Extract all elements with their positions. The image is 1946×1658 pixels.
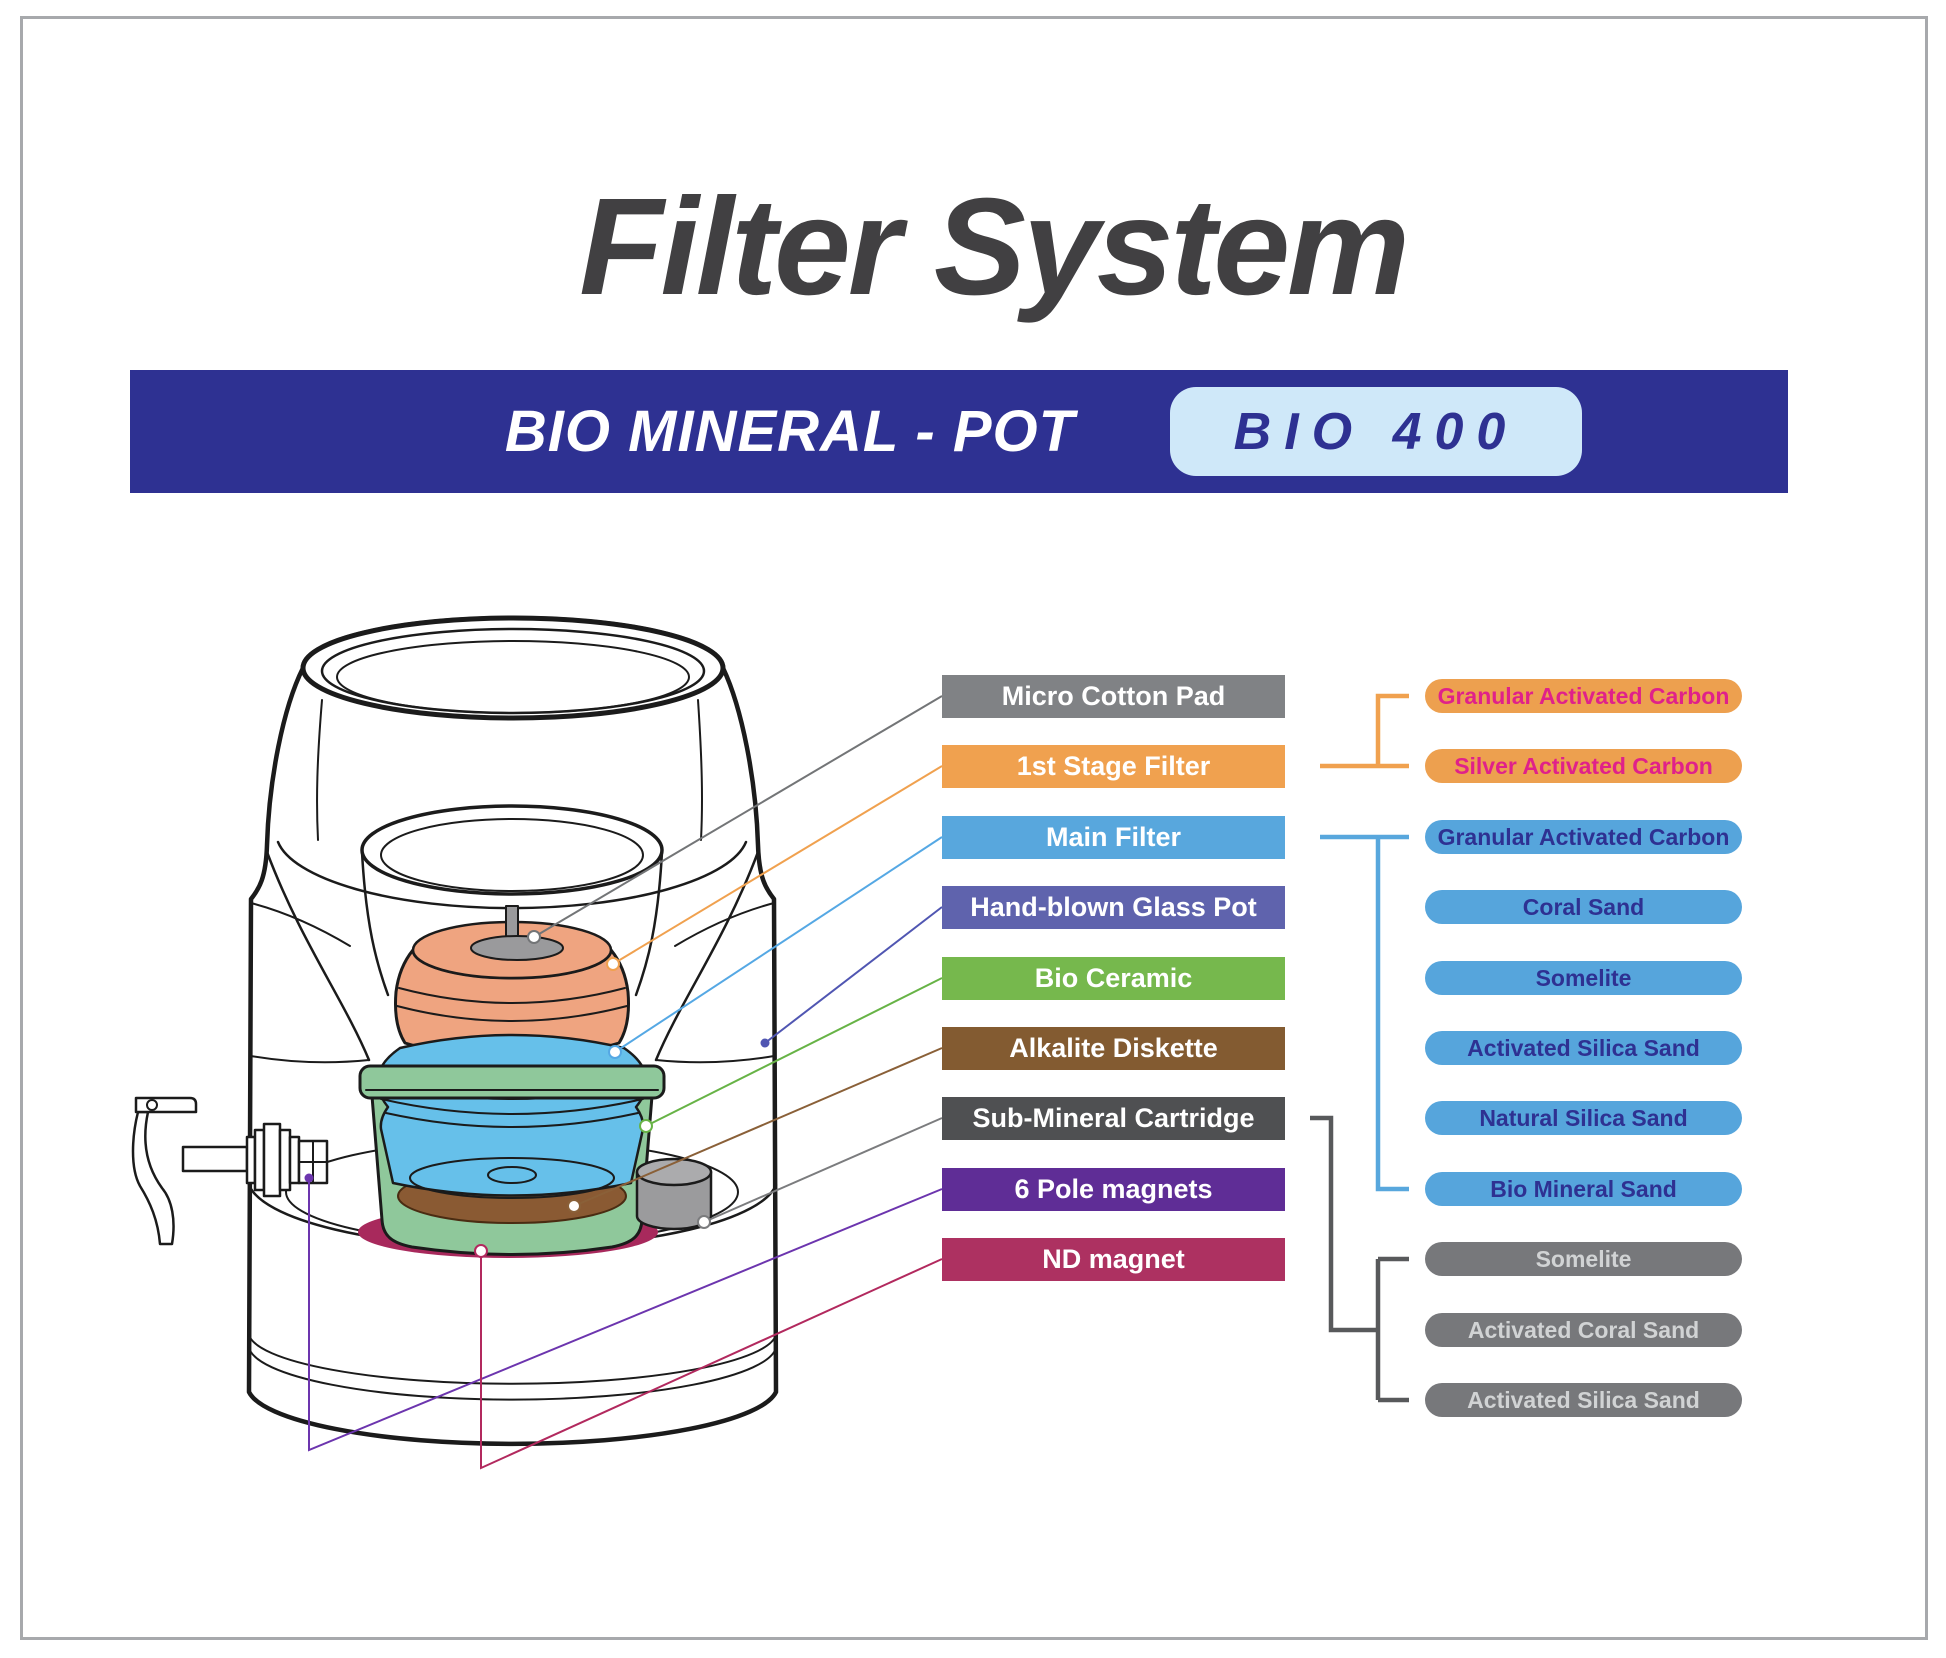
funnel-rim bbox=[360, 804, 664, 896]
component-pill-activated-silica-sand-5: Activated Silica Sand bbox=[1425, 1031, 1742, 1065]
reservoir-inner-wall-right bbox=[697, 699, 703, 841]
faucet-spout bbox=[131, 1110, 175, 1246]
component-pill-granular-activated-carbon-0: Granular Activated Carbon bbox=[1425, 679, 1742, 713]
component-pill-somelite-4: Somelite bbox=[1425, 961, 1742, 995]
callout-marker-nd-magnet bbox=[474, 1244, 488, 1258]
component-pill-natural-silica-sand-6: Natural Silica Sand bbox=[1425, 1101, 1742, 1135]
callout-line-micro-cotton-pad bbox=[533, 695, 943, 938]
part-label-hand-blown-glass-pot: Hand-blown Glass Pot bbox=[942, 885, 1285, 929]
part-label-sub-mineral-cartridge: Sub-Mineral Cartridge bbox=[942, 1096, 1285, 1140]
component-pill-granular-activated-carbon-2: Granular Activated Carbon bbox=[1425, 820, 1742, 854]
component-pill-activated-silica-sand-10: Activated Silica Sand bbox=[1425, 1383, 1742, 1417]
model-badge: BIO 400 bbox=[1170, 387, 1582, 476]
callout-marker-bio-ceramic bbox=[639, 1119, 653, 1133]
callout-line-bio-ceramic bbox=[645, 977, 943, 1127]
base-ring-1 bbox=[248, 1334, 777, 1385]
water-filter-pot-illustration bbox=[131, 615, 779, 1447]
main-filter-rib2 bbox=[380, 1098, 644, 1115]
collar-bottom-right bbox=[655, 1055, 775, 1064]
bracket-sub-mineral-cartridge-group bbox=[1310, 1115, 1409, 1403]
faucet bbox=[131, 1096, 329, 1246]
callout-line-main-filter bbox=[614, 836, 943, 1053]
first-stage-filter-rib2 bbox=[396, 1005, 628, 1022]
collar-ledge-left bbox=[250, 902, 351, 947]
part-label-main-filter: Main Filter bbox=[942, 815, 1285, 859]
callout-line-sub-mineral-cartridge bbox=[703, 1117, 943, 1223]
main-filter-floor bbox=[409, 1157, 615, 1199]
callout-marker-sub-mineral-cartridge bbox=[697, 1215, 711, 1229]
base-ring-2 bbox=[248, 1347, 777, 1401]
callout-line-nd-magnet bbox=[480, 1251, 943, 1470]
part-label-6-pole-magnets: 6 Pole magnets bbox=[942, 1167, 1285, 1211]
funnel-rim-inner bbox=[380, 818, 644, 892]
component-pill-activated-coral-sand-9: Activated Coral Sand bbox=[1425, 1313, 1742, 1347]
product-name-label: BIO MINERAL - POT bbox=[504, 399, 1076, 464]
component-pill-silver-activated-carbon-1: Silver Activated Carbon bbox=[1425, 749, 1742, 783]
funnel-wall-left bbox=[360, 850, 390, 997]
component-pill-somelite-8: Somelite bbox=[1425, 1242, 1742, 1276]
bracket-first-stage-filter-group bbox=[1320, 693, 1409, 769]
callout-line-1st-stage-filter bbox=[612, 765, 943, 965]
callout-marker-main-filter bbox=[608, 1045, 622, 1059]
callout-line-hand-blown-glass-pot bbox=[764, 906, 943, 1044]
first-stage-filter-rib1 bbox=[398, 987, 626, 1004]
page-title: Filter System bbox=[579, 170, 1410, 324]
main-filter-floor-center bbox=[487, 1166, 537, 1184]
product-banner: BIO MINERAL - POT BIO 400 bbox=[130, 370, 1788, 493]
callout-marker-hand-blown-glass-pot bbox=[760, 1038, 770, 1048]
callout-line-alkalite-diskette bbox=[573, 1047, 943, 1207]
pot-rim-outer bbox=[300, 615, 726, 721]
part-label-1st-stage-filter: 1st Stage Filter bbox=[942, 744, 1285, 788]
callout-marker-alkalite-diskette bbox=[567, 1199, 581, 1213]
component-pill-coral-sand-3: Coral Sand bbox=[1425, 890, 1742, 924]
callout-marker-6-pole-magnets bbox=[304, 1173, 314, 1183]
bracket-lines bbox=[1310, 693, 1409, 1403]
collar-edge-left bbox=[265, 850, 371, 1062]
collar-ledge-right bbox=[674, 902, 775, 947]
callout-line-6-pole-magnets bbox=[308, 1178, 943, 1452]
micro-cotton-pad-part bbox=[470, 935, 564, 961]
faucet-screw bbox=[146, 1099, 158, 1111]
bracket-main-filter-group bbox=[1320, 834, 1409, 1192]
pot-rim-inner2 bbox=[336, 640, 690, 714]
callout-marker-1st-stage-filter bbox=[606, 957, 620, 971]
sub-mineral-cartridge-top bbox=[635, 1157, 713, 1187]
main-filter-rib3 bbox=[385, 1112, 639, 1128]
callout-marker-micro-cotton-pad bbox=[527, 930, 541, 944]
component-pill-bio-mineral-sand-7: Bio Mineral Sand bbox=[1425, 1172, 1742, 1206]
part-label-micro-cotton-pad: Micro Cotton Pad bbox=[942, 674, 1285, 718]
callout-lines bbox=[304, 695, 943, 1470]
funnel-wall-right bbox=[634, 850, 664, 997]
reservoir-inner-wall-left bbox=[316, 699, 323, 841]
collar-bottom-left bbox=[250, 1055, 370, 1064]
part-label-nd-magnet: ND magnet bbox=[942, 1237, 1285, 1281]
part-label-alkalite-diskette: Alkalite Diskette bbox=[942, 1026, 1285, 1070]
part-label-bio-ceramic: Bio Ceramic bbox=[942, 956, 1285, 1000]
